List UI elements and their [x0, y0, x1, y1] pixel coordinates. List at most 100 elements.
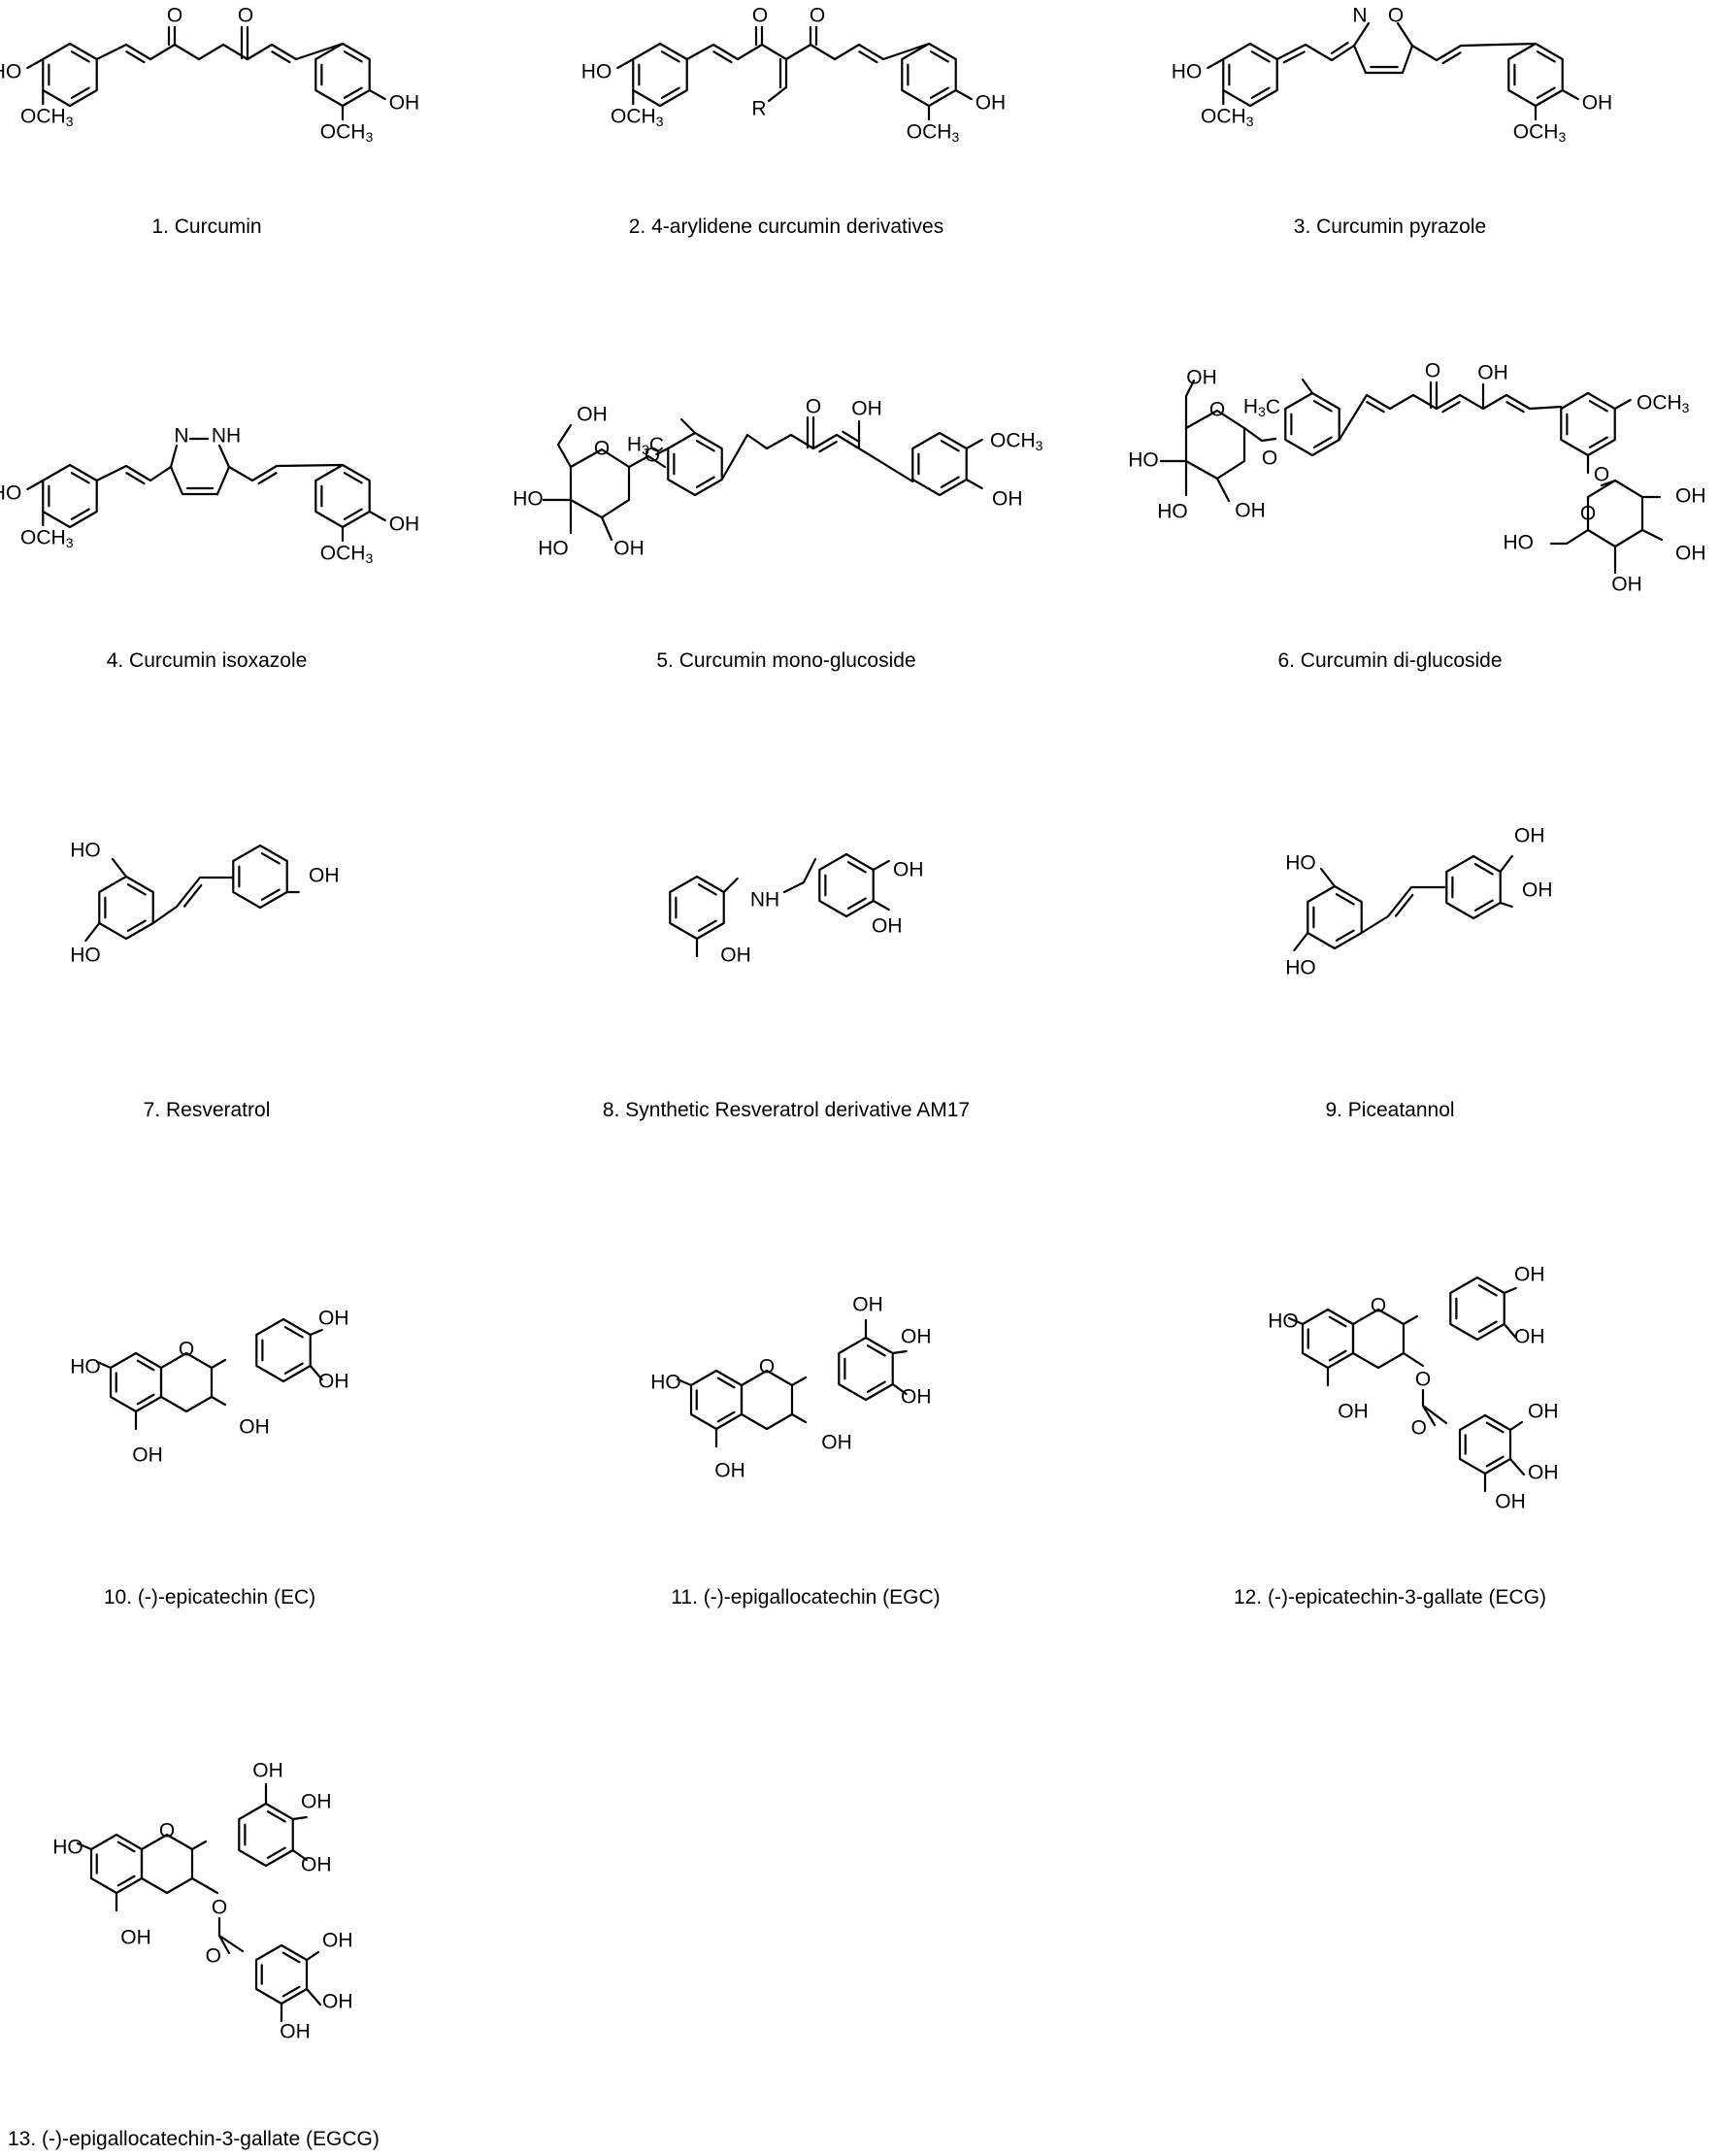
bond-line [190, 1876, 219, 1895]
bond-line [182, 883, 203, 908]
bond-line [1366, 401, 1385, 414]
bond-line [309, 1364, 323, 1381]
bond-line [790, 1376, 808, 1387]
compound-caption: 2. 4-arylidene curcumin derivatives [629, 216, 943, 238]
bond-line [600, 515, 613, 542]
ring-bonds [740, 1369, 794, 1431]
bond-line [283, 1326, 304, 1339]
bond-line [1477, 1284, 1498, 1297]
ring-bonds [901, 42, 957, 108]
bond-line [1301, 378, 1314, 395]
bond-line [929, 50, 949, 63]
atom-label: OH [1514, 1326, 1545, 1348]
atom-label: OH [1338, 1401, 1369, 1423]
bond-line [965, 438, 983, 450]
ring-bonds [109, 1351, 163, 1413]
atom-label: O [212, 1897, 227, 1919]
bond-line [1335, 929, 1355, 942]
atom-label: H3C [627, 434, 664, 457]
atom-label: HO [1268, 1310, 1299, 1333]
atom-label: OCH3 [1513, 121, 1567, 145]
atom-label: OH [1477, 362, 1508, 384]
bond-line [1613, 398, 1632, 411]
ring-bonds [838, 1336, 894, 1402]
bond-line [716, 1377, 736, 1389]
bond-line [125, 50, 146, 64]
bond-line [84, 921, 101, 943]
bond-line [1499, 854, 1513, 874]
atom-label: O [206, 1945, 221, 1968]
atom-label: HO [52, 1837, 83, 1859]
compound-caption: 13. (-)-epigallocatechin-3-gallate (EGCG… [8, 2128, 380, 2150]
atom-label: O [159, 1820, 175, 1842]
bond-line [281, 1951, 301, 1964]
atom-label: HO [650, 1372, 681, 1394]
ring-bonds [140, 1833, 194, 1895]
bond-line [891, 1349, 908, 1355]
ring-bonds [314, 42, 371, 108]
atom-label: O [1415, 1369, 1431, 1391]
bond-line [660, 50, 680, 63]
bond-line [136, 1359, 155, 1372]
bond-line [866, 1380, 886, 1393]
ring-bonds [1307, 884, 1363, 950]
atom-label: OH [309, 865, 340, 887]
atom-label: OH [901, 1326, 932, 1348]
ring-bonds [42, 42, 98, 108]
atom-label: HO [0, 482, 21, 505]
bond-line [1215, 477, 1231, 503]
bond-chain [1338, 393, 1563, 442]
bond-line [271, 50, 291, 64]
bond-line [1293, 931, 1309, 952]
bond-line [697, 919, 717, 932]
ring-bonds [667, 431, 723, 497]
atom-label: OH [132, 1444, 163, 1467]
bond-line [70, 50, 90, 63]
atom-label: OH [577, 404, 608, 426]
atom-label: OH [280, 2021, 311, 2043]
atom-label: OH [720, 945, 751, 967]
bond-line [1401, 44, 1414, 75]
bond-chain [95, 42, 345, 61]
compound-caption: 1. Curcumin [151, 216, 261, 238]
bond-line [1242, 426, 1264, 443]
atom-label: HO [1128, 449, 1159, 472]
atom-label: OH [852, 1294, 883, 1316]
ring-bonds [689, 1369, 744, 1431]
ring-bonds [89, 1833, 144, 1895]
bond-line [1402, 1314, 1419, 1326]
bond-line [260, 888, 281, 901]
compound-caption: 3. Curcumin pyrazole [1294, 216, 1486, 238]
atom-label: OH [1528, 1401, 1559, 1423]
atom-label: N [1352, 5, 1367, 27]
atom-label: HO [70, 840, 101, 862]
bond-line [1396, 21, 1414, 48]
bond-line [305, 1987, 322, 2007]
atom-label: OH [301, 1791, 332, 1813]
atom-label: OH [1495, 1491, 1526, 1513]
bond-line [695, 440, 715, 452]
bond-line [257, 472, 278, 485]
bond-line [169, 465, 184, 496]
bond-line [846, 861, 867, 874]
ring-bonds [911, 431, 968, 497]
bond-line [70, 86, 90, 99]
atom-label: O [1580, 503, 1596, 525]
bond-line [1441, 51, 1462, 65]
compound-caption: 8. Synthetic Resveratrol derivative AM17 [603, 1099, 970, 1121]
atom-label: O [167, 5, 182, 27]
atom-label: OH [318, 1308, 349, 1330]
bond-line [866, 1344, 886, 1357]
ring-bonds [1458, 1413, 1512, 1476]
atom-label: HO [0, 61, 21, 83]
ring-bonds [1449, 1276, 1505, 1342]
atom-label: NH [212, 425, 241, 448]
bond-line [1250, 50, 1271, 63]
bond-chain [1360, 885, 1446, 935]
atom-label: O [759, 1356, 775, 1378]
bond-line [929, 86, 949, 99]
